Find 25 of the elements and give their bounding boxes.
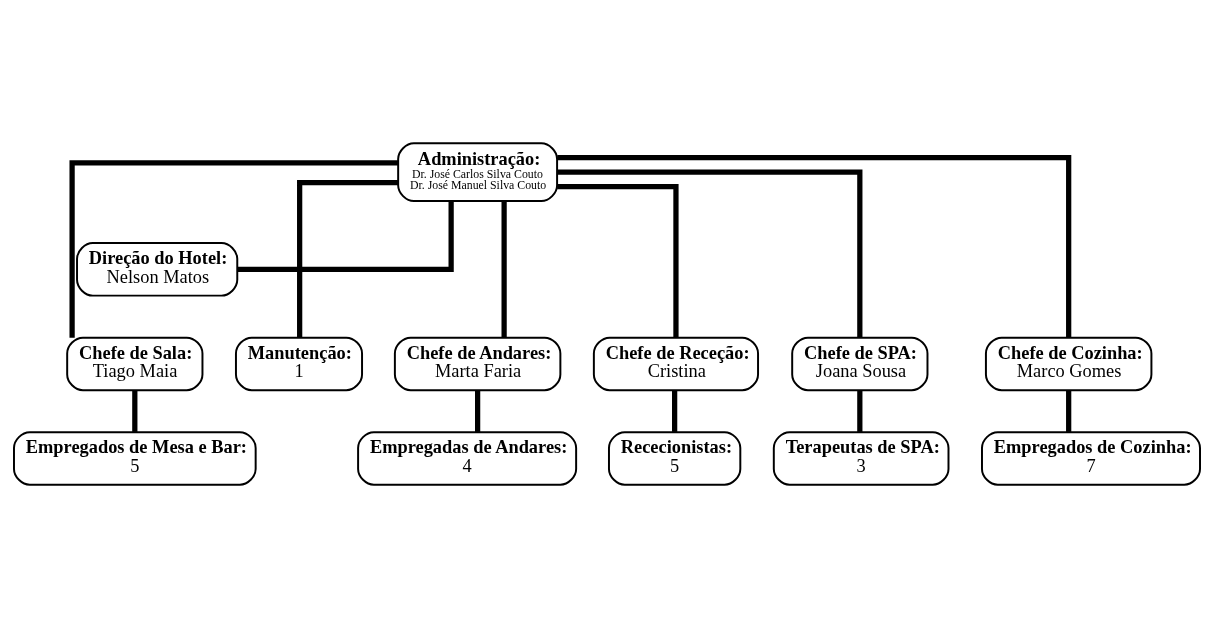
node-box: Manutenção: 1 [234,336,364,392]
node-box: Chefe de Cozinha: Marco Gomes [984,336,1153,392]
node-box: Administração: Dr. José Carlos Silva Couto Dr. José Manuel Silva Couto [397,142,559,203]
node-box: Rececionistas: 5 [608,431,742,486]
node-box: Chefe de Andares: Marta Faria [393,336,562,392]
connector [475,390,481,432]
node-box: Empregados de Mesa e Bar: 5 [13,431,257,486]
connector [857,390,863,432]
node-box: Direção do Hotel: Nelson Matos [76,242,239,297]
connector [297,180,398,338]
connector [501,201,507,338]
connector [557,183,679,338]
connector [132,390,138,432]
connector [1066,390,1072,432]
node-box: Empregadas de Andares: 4 [357,431,578,486]
connector [69,160,398,338]
node-box: Chefe de Receção: Cristina [592,336,760,392]
node-box: Chefe de Sala: Tiago Maia [66,336,204,392]
node-box: Chefe de SPA: Joana Sousa [791,336,929,392]
connector [557,155,1072,338]
connector [672,390,678,432]
connector [237,201,454,272]
node-box: Terapeutas de SPA: 3 [772,431,950,486]
connector [557,169,863,338]
node-box: Empregados de Cozinha: 7 [981,431,1201,486]
